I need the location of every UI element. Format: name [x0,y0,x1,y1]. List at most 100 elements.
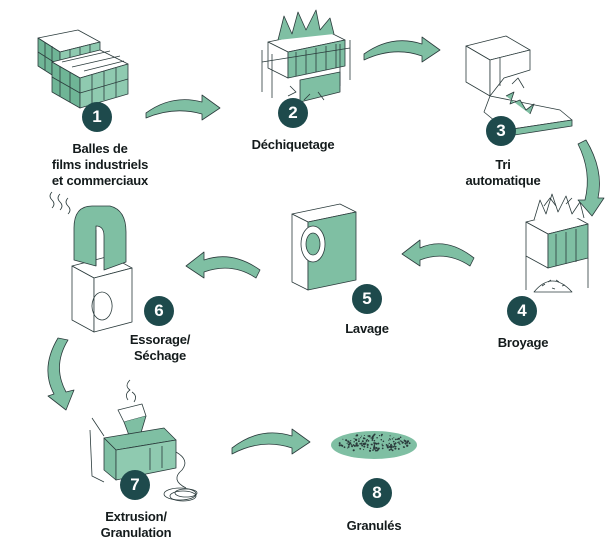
step-7-badge: 7 [120,470,150,500]
step-1-badge: 1 [82,102,112,132]
pellet [353,444,356,447]
pellet [355,442,358,446]
pellet [359,447,362,450]
pellet [397,447,400,450]
pellet [377,442,379,444]
pellet [374,449,377,452]
pellet [373,444,376,446]
pellet [355,439,358,442]
dryer-icon [49,191,133,333]
pellet [347,445,350,448]
pellet [367,440,370,442]
pellet [360,435,362,437]
pellet [352,449,355,452]
pellet [390,448,393,451]
arrow-6-to-7-icon [47,337,75,411]
pellet [363,449,365,451]
pellet [399,443,401,445]
film-bales-icon [37,29,129,109]
step-3-label: Tri automatique [465,157,541,188]
pellet [372,449,374,451]
pellet [391,445,393,447]
pellet [406,441,409,444]
arrow-5-to-6-icon [185,251,261,279]
step-7-label: Extrusion/ Granulation [100,509,172,540]
pellet [380,438,383,441]
pellet [373,433,376,436]
pellets-icon [331,431,417,459]
pellet [375,442,378,445]
pellet [370,443,372,445]
pellet [377,447,379,450]
pellet [359,442,361,445]
pellet [347,440,350,443]
pellet [398,442,400,444]
pellet [404,440,407,443]
pellet [366,439,369,441]
pellet [399,440,401,442]
shredder-icon [261,9,351,103]
pellet [373,442,375,444]
pellet [397,441,399,444]
pellet [382,440,385,443]
step-1-label: Balles de films industriels et commercia… [51,141,149,188]
pellet [396,438,399,440]
pellet [372,435,374,438]
pellet [383,445,384,447]
pellet [389,445,391,447]
step-2-badge: 2 [278,98,308,128]
pellet [381,444,384,447]
pellet [408,442,411,445]
pellet [406,444,409,447]
pellet [338,442,341,445]
pellet [338,444,341,447]
pellet [376,436,378,439]
pellet [391,449,394,452]
pellet [343,446,346,449]
pellet [394,445,396,448]
pellet [370,437,372,439]
pellet [387,444,389,446]
pellet [373,439,376,442]
pellet [397,437,401,440]
pellet [385,444,388,446]
pellet [389,437,391,440]
pellet [350,444,352,446]
pellet [362,437,365,440]
pellet [388,449,391,451]
pellet [363,434,365,437]
pellet [345,439,348,442]
pellet [394,442,397,445]
pellet [346,442,348,444]
pellet [390,443,392,446]
step-6-label: Essorage/ Séchage [129,332,191,363]
pellet [377,448,379,451]
pellet [368,435,371,438]
pellet [375,447,378,449]
pellet [353,438,355,440]
arrow-4-to-5-icon [401,239,475,267]
pellet [381,443,383,445]
arrow-3-to-4-icon [577,139,605,217]
pellet [378,434,381,437]
pellet [366,443,369,447]
pellet [365,440,368,442]
step-4-badge: 4 [507,296,537,326]
pellet [401,442,403,444]
pellet [369,447,372,450]
pellet [391,438,394,440]
pellet [399,436,402,439]
pellet [347,443,351,446]
pellet [393,445,395,448]
grinder-icon [525,193,589,293]
pellet [363,442,366,446]
pellet [392,440,395,443]
pellet [386,445,389,447]
pellet [394,438,397,441]
pellet [388,439,390,441]
pellet [368,449,372,452]
pellet [349,442,351,444]
step-6-badge: 6 [144,296,174,326]
